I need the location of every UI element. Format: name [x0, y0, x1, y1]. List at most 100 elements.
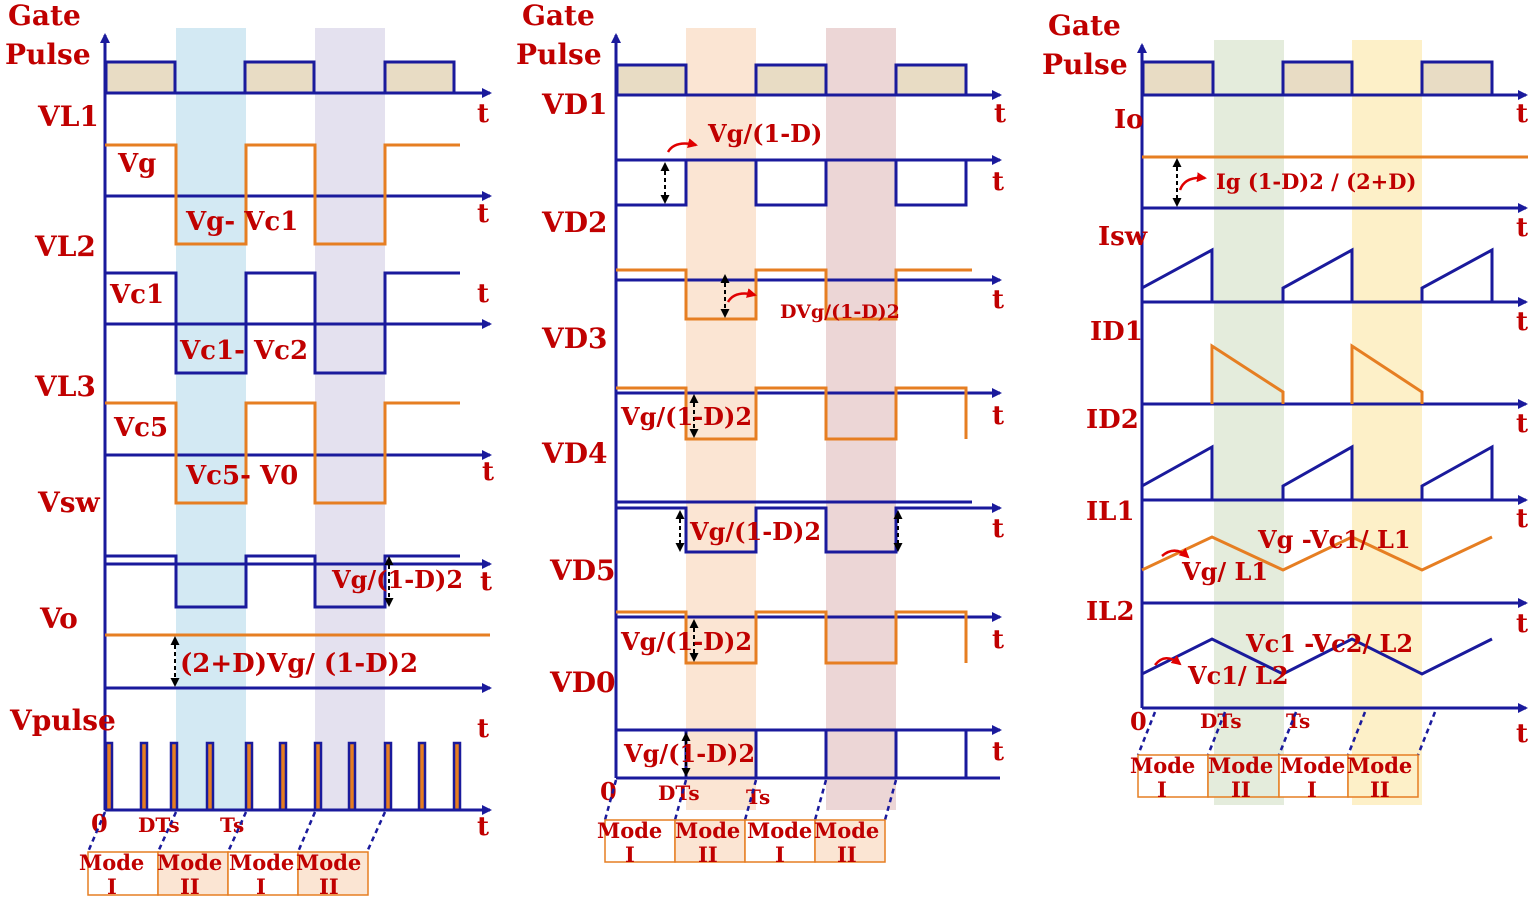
- signal-label-vl1: VL1: [37, 100, 99, 133]
- shaded-bands: [176, 28, 1422, 810]
- t-label: t: [1516, 609, 1528, 639]
- signal-label-vd2: VD2: [541, 206, 608, 239]
- gate-pulse-title-line2: Pulse: [5, 38, 91, 71]
- mode-boxes: [1137, 754, 1419, 798]
- tick-ts: Ts: [1286, 709, 1310, 733]
- vpulse-pulse: [383, 741, 393, 812]
- id2-waveform: [1281, 444, 1354, 500]
- vd2-annotation: DVg/(1-D)2: [780, 301, 900, 323]
- vpulse-pulse: [139, 741, 149, 812]
- vd1-waveform: [616, 158, 968, 207]
- mode-number: II: [180, 874, 200, 899]
- mode-number: I: [1157, 777, 1167, 802]
- tick-ts: Ts: [220, 813, 244, 837]
- t-label: t: [477, 714, 489, 744]
- vpulse-pulse: [244, 741, 254, 812]
- t-label: t: [994, 99, 1006, 129]
- vpulse-pulse: [104, 741, 114, 812]
- mode-boxes: [604, 819, 886, 863]
- mode-leader-lines: [1136, 711, 1437, 756]
- t-label: t: [1516, 307, 1528, 337]
- vpulse-pulse: [417, 741, 427, 812]
- signal-label-vsw: Vsw: [37, 486, 100, 519]
- t-label: t: [480, 567, 492, 597]
- isw-waveform: [1420, 247, 1494, 302]
- gate-pulse-block: [1281, 60, 1354, 97]
- gate-pulse-block: [894, 63, 968, 97]
- vd2-waveform: [616, 268, 972, 321]
- mode-label: Mode: [747, 818, 812, 843]
- t-label: t: [992, 167, 1004, 197]
- vpulse-pulse: [452, 741, 462, 812]
- t-label: t: [1516, 213, 1528, 243]
- gate-pulse-title-line1: Gate: [522, 0, 595, 32]
- mode-number: II: [319, 874, 339, 899]
- t-label: t: [992, 285, 1004, 315]
- mode-number: II: [1370, 777, 1390, 802]
- vd2-pointer: [726, 288, 757, 303]
- tick-zero: 0: [600, 777, 617, 806]
- mode-number: I: [256, 874, 266, 899]
- tick-ts: Ts: [746, 785, 770, 809]
- mode-label: Mode: [1130, 753, 1195, 778]
- il1-slope-annotation: Vg -Vc1/ L1: [1257, 525, 1411, 554]
- mode-leader-lines: [603, 779, 898, 821]
- mode-label: Mode: [1208, 753, 1273, 778]
- il1-pointer: [1161, 547, 1190, 559]
- vl3-low-label: Vc5- V0: [185, 461, 298, 491]
- mode-number: I: [1307, 777, 1317, 802]
- gate-pulse-block: [615, 63, 688, 97]
- isw-waveform: [1141, 247, 1214, 302]
- t-label: t: [992, 737, 1004, 767]
- gate-pulse-block: [754, 63, 828, 97]
- signal-label-vl2: VL2: [34, 230, 96, 263]
- t-label: t: [477, 279, 489, 309]
- vd1-annotation: Vg/(1-D): [707, 119, 822, 148]
- mode-label: Mode: [79, 850, 144, 875]
- signal-label-vd0: VD0: [549, 666, 616, 699]
- mode-number: II: [698, 842, 718, 867]
- isw-waveform: [1281, 247, 1354, 302]
- vl2-waveform: [105, 271, 460, 375]
- vl2-high-label: Vc1: [109, 280, 164, 310]
- mode-label: Mode: [157, 850, 222, 875]
- vl1-low-label: Vg- Vc1: [185, 207, 298, 237]
- il2-rise-annotation: Vc1/ L2: [1187, 661, 1289, 690]
- mode-boxes: [87, 851, 369, 896]
- signal-label-vd3: VD3: [541, 322, 608, 355]
- gate-pulse-title-line1: Gate: [8, 0, 81, 32]
- mode-leader-lines: [86, 811, 387, 853]
- signal-label-vd1: VD1: [541, 88, 608, 121]
- signal-label-vl3: VL3: [34, 370, 96, 403]
- gate-pulse-block: [104, 60, 177, 95]
- vpulse-pulse: [313, 741, 323, 812]
- signal-label-vpulse: Vpulse: [9, 704, 116, 737]
- vd5-annotation: Vg/(1-D)2: [620, 627, 752, 656]
- il2-pointer: [1154, 655, 1182, 666]
- mode-number: I: [107, 874, 117, 899]
- vd4-annotation: Vg/(1-D)2: [689, 517, 821, 546]
- gate-pulse-title-line1: Gate: [1048, 9, 1121, 42]
- mode-label: Mode: [597, 818, 662, 843]
- panel-2: Gate Pulse VD1 VD2 VD3 VD4 VD5 VD0 t Vg/…: [516, 0, 1006, 867]
- signal-label-il1: IL1: [1086, 497, 1135, 527]
- t-label: t: [477, 99, 489, 129]
- gate-pulse-title-line2: Pulse: [516, 38, 602, 71]
- id1-waveform: [1350, 343, 1424, 404]
- il2-slope-annotation: Vc1 -Vc2/ L2: [1245, 629, 1413, 658]
- signal-label-id1: ID1: [1090, 317, 1143, 347]
- signal-label-vd5: VD5: [549, 554, 616, 587]
- id2-waveform: [1420, 444, 1494, 500]
- t-label: t: [477, 812, 489, 842]
- signal-label-il2: IL2: [1086, 597, 1135, 627]
- vpulse-pulse: [278, 741, 288, 812]
- gate-pulse-block: [1141, 60, 1215, 97]
- mode-label: Mode: [229, 850, 294, 875]
- signal-label-io: Io: [1114, 105, 1144, 135]
- panel-3: Gate Pulse Io Isw ID1 ID2 IL1 IL2 t Ig (…: [1042, 9, 1528, 802]
- tick-zero: 0: [1130, 707, 1147, 736]
- t-label: t: [477, 199, 489, 229]
- vd3-waveform: [616, 386, 968, 441]
- gate-pulse-block: [383, 60, 456, 95]
